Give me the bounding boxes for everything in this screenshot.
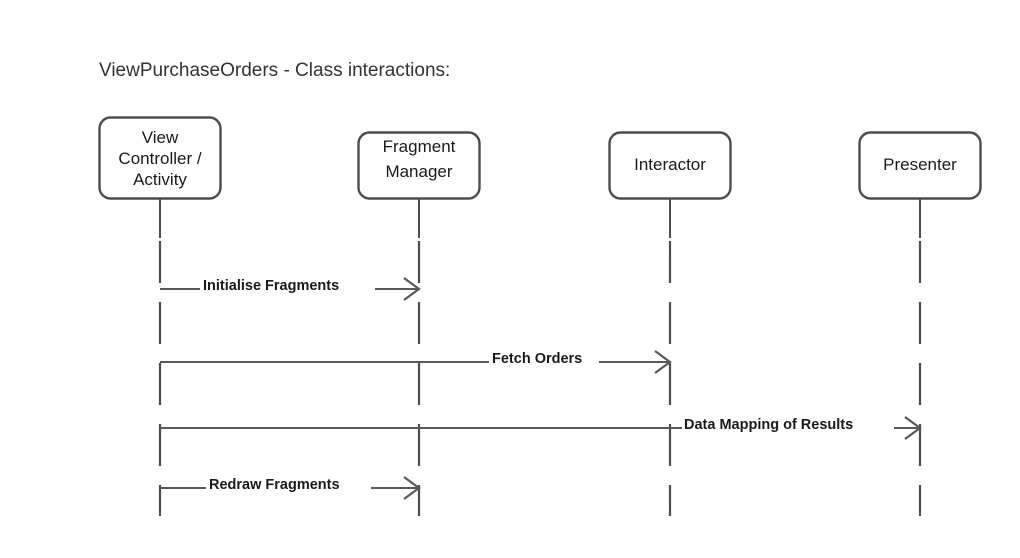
message-label: Initialise Fragments <box>203 278 339 294</box>
message-fetch-orders[interactable]: Fetch Orders <box>160 350 672 374</box>
message-label-backdrop <box>200 277 375 294</box>
message-redraw-fragments[interactable]: Redraw Fragments <box>160 476 421 500</box>
message-data-mapping-of-results[interactable]: Data Mapping of Results <box>160 416 922 440</box>
diagram-title: ViewPurchaseOrders - Class interactions: <box>99 60 450 81</box>
participant-label-line-1: Presenter <box>883 155 957 174</box>
message-label: Redraw Fragments <box>209 477 340 493</box>
message-initialise-fragments[interactable]: Initialise Fragments <box>160 277 421 301</box>
participant-label-line-2: Controller / <box>118 149 201 168</box>
participant-label-line-2: Manager <box>385 162 452 181</box>
participant-label-line-1: Fragment <box>383 137 456 156</box>
message-label: Fetch Orders <box>492 351 582 367</box>
arrowhead-icon <box>904 416 922 440</box>
message-label-backdrop <box>489 350 599 367</box>
participant-view-controller-activity[interactable]: View Controller / Activity <box>98 116 222 517</box>
arrowhead-icon <box>654 350 672 374</box>
arrowhead-icon <box>403 476 421 500</box>
participant-label-line-1: View <box>142 128 179 147</box>
participant-presenter[interactable]: Presenter <box>858 131 982 517</box>
participant-label-line-3: Activity <box>133 170 187 189</box>
participant-interactor[interactable]: Interactor <box>608 131 732 517</box>
participant-label-line-1: Interactor <box>634 155 706 174</box>
participant-fragment-manager[interactable]: Fragment Manager <box>357 131 481 517</box>
message-label-backdrop <box>682 416 894 433</box>
message-label: Data Mapping of Results <box>684 417 853 433</box>
message-label-backdrop <box>206 476 371 493</box>
arrowhead-icon <box>403 277 421 301</box>
